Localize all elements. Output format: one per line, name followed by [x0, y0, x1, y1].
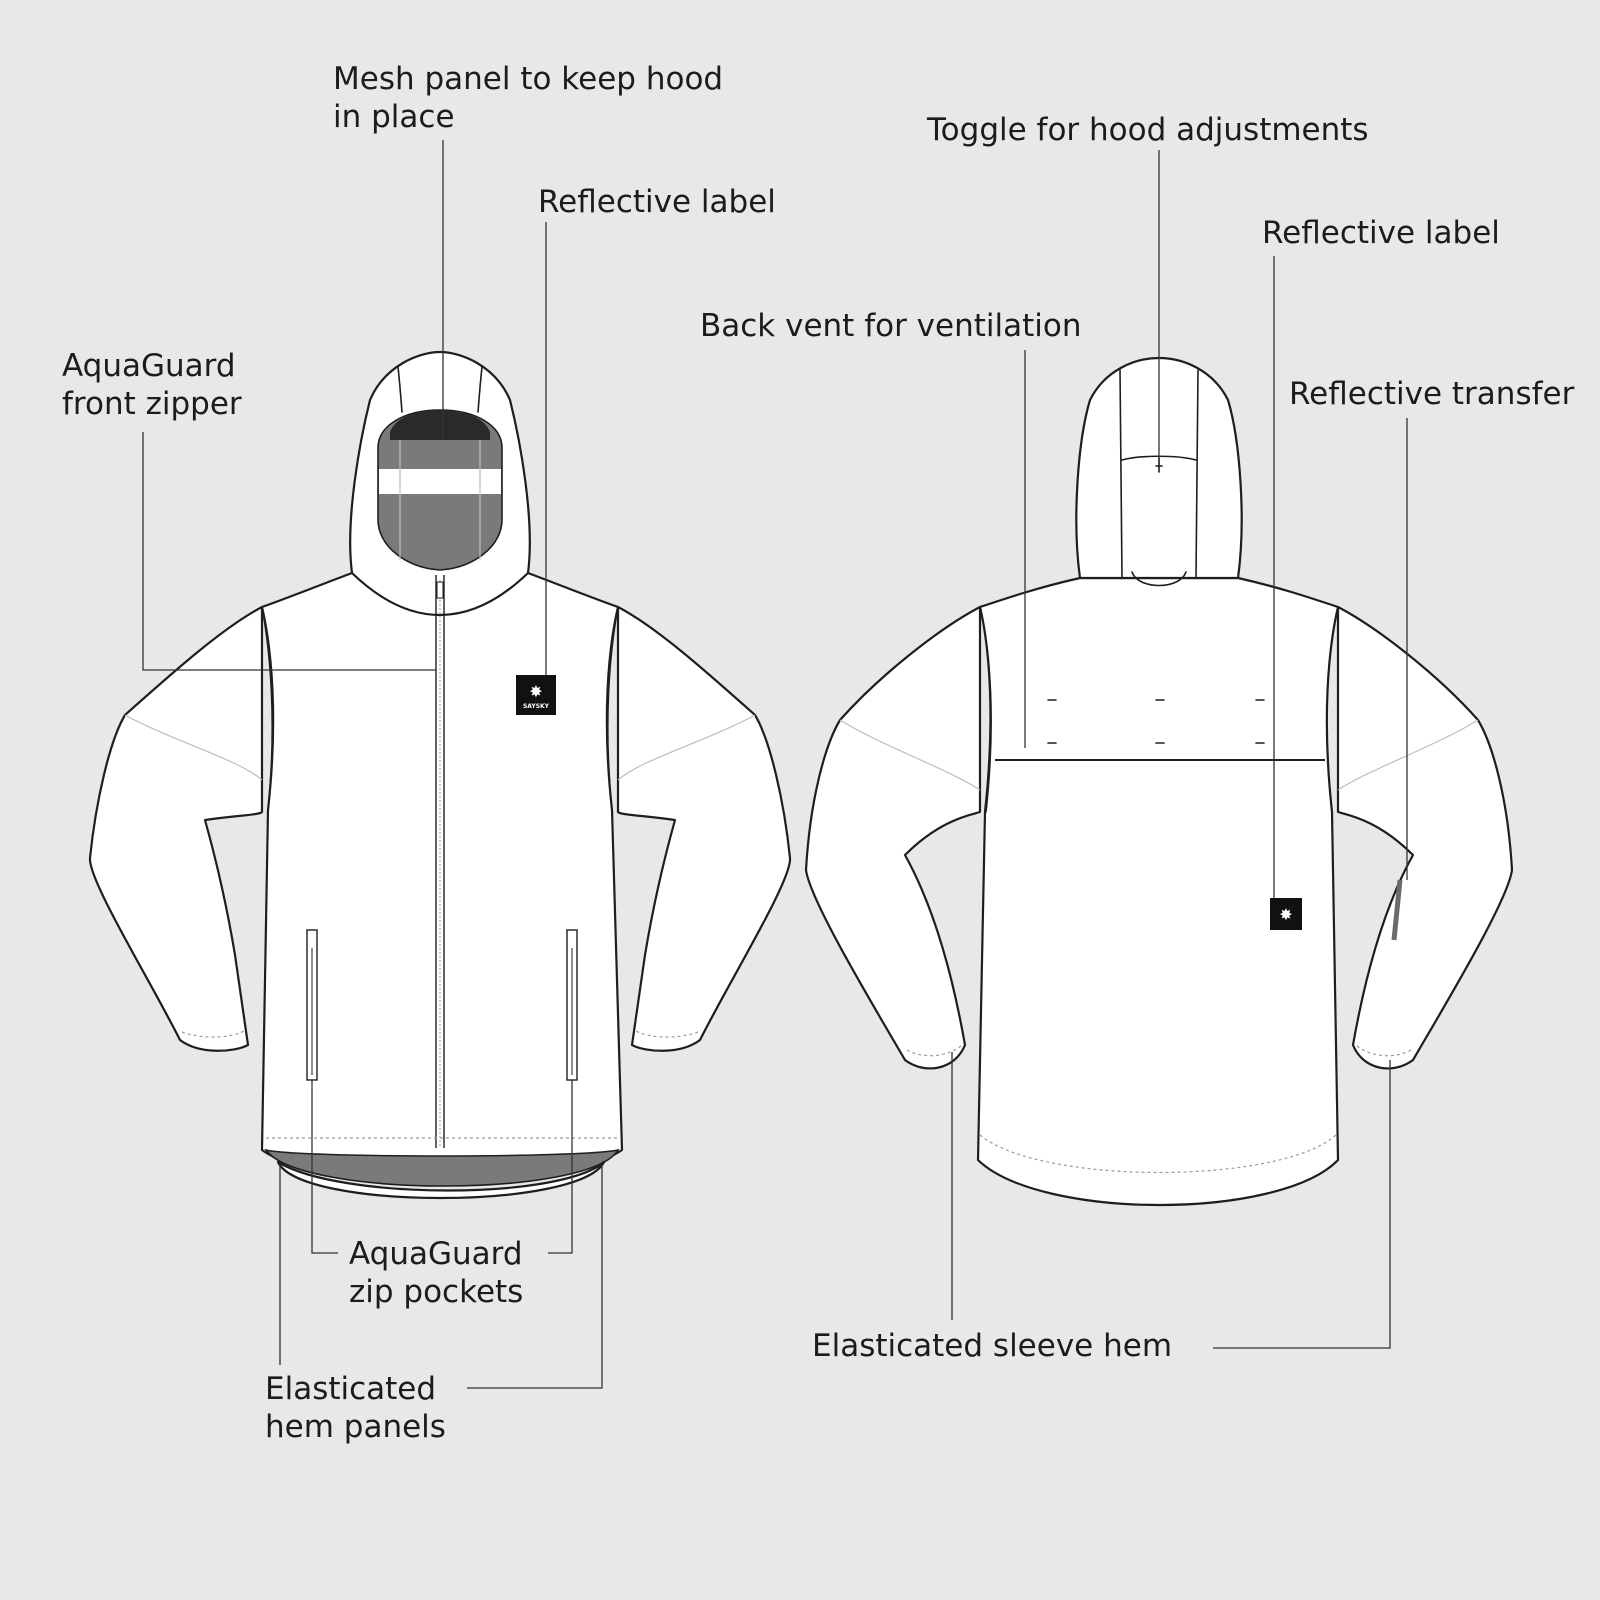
- callout-reflective-label-back: Reflective label: [1262, 215, 1500, 251]
- back-right-sleeve: [1336, 605, 1514, 1070]
- front-reflective-label: [516, 675, 556, 715]
- front-hem-panel: [264, 1148, 620, 1187]
- front-right-sleeve: [616, 605, 792, 1052]
- back-label-star-icon: ✸: [1279, 905, 1292, 924]
- front-body: [260, 571, 624, 1183]
- mesh-panel: [390, 410, 490, 440]
- callout-sleeve-hem: Elasticated sleeve hem: [812, 1328, 1173, 1364]
- front-label-star-icon: ✸: [529, 682, 542, 701]
- back-left-sleeve: [804, 605, 982, 1070]
- back-reflective-label: [1270, 898, 1302, 930]
- zipper-pull: [436, 581, 444, 599]
- front-jacket: ✸ SAYSKY: [88, 350, 792, 1200]
- front-left-sleeve: [88, 605, 264, 1052]
- leader-lines: [142, 140, 1408, 1389]
- callout-reflective-label-front: Reflective label: [538, 184, 776, 220]
- callout-toggle-hood: Toggle for hood adjustments: [927, 112, 1369, 148]
- back-body: [976, 576, 1340, 1206]
- callout-back-vent: Back vent for ventilation: [700, 308, 1082, 344]
- front-label-brand: SAYSKY: [523, 703, 550, 710]
- callout-reflective-transfer: Reflective transfer: [1289, 376, 1575, 412]
- hood-reflective-band: [379, 469, 501, 494]
- back-jacket: ✸: [804, 356, 1514, 1206]
- reflective-transfer: [1391, 879, 1403, 941]
